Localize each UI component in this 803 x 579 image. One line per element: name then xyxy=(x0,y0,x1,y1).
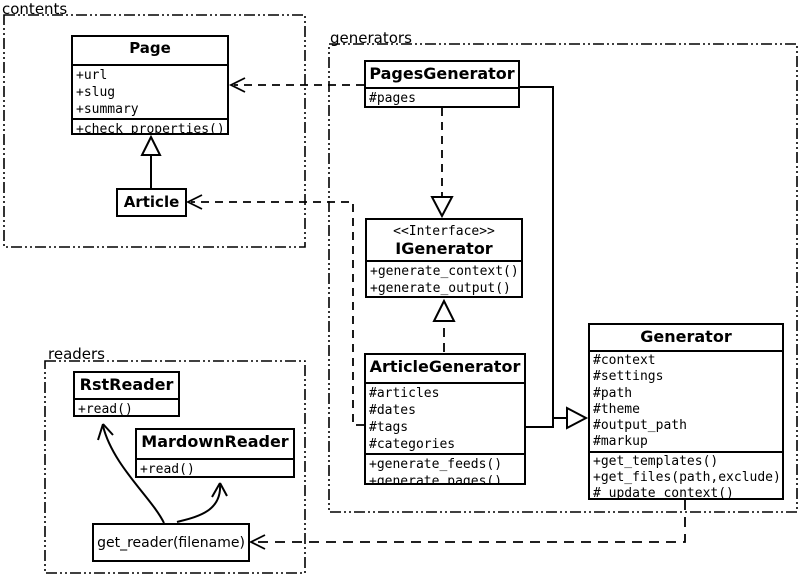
method-row: +get_templates() xyxy=(593,453,719,469)
package-readers-border xyxy=(44,360,306,574)
method-row: +get_files(path,exclude) xyxy=(593,470,781,486)
attr-row: #tags xyxy=(369,420,409,435)
realization-triangle-igenerator-bottom xyxy=(432,298,456,322)
class-igenerator-header: <<Interface>> IGenerator xyxy=(367,220,521,260)
open-arrowhead-mardownreader xyxy=(211,482,228,498)
attr-row: #path xyxy=(593,385,633,401)
method-row: +read() xyxy=(78,402,133,417)
inheritance-triangle-page xyxy=(140,134,162,156)
method-row: +check_properties() xyxy=(76,122,225,135)
class-mardownreader: MardownReader +read() xyxy=(135,428,295,478)
attr-row: #output_path xyxy=(593,418,687,434)
method-row: +generate_pages() xyxy=(369,474,503,485)
attr-row: #categories xyxy=(369,437,456,452)
class-pagesgenerator: PagesGenerator #pages xyxy=(364,60,520,108)
method-row: #_update_context() xyxy=(593,486,734,500)
open-arrowhead-rstreader xyxy=(97,423,114,441)
package-generators-border xyxy=(328,43,798,513)
arrow-articlegenerator-uses-article xyxy=(191,201,364,426)
class-generator: Generator #context #settings #path #them… xyxy=(588,323,784,500)
realization-triangle-igenerator-top xyxy=(430,196,454,219)
class-igenerator-name: IGenerator xyxy=(395,239,493,258)
class-generator-methods: +get_templates() +get_files(path,exclude… xyxy=(590,450,782,500)
method-row: +generate_context() xyxy=(370,264,519,279)
attr-row: +summary xyxy=(76,102,139,117)
class-pagesgenerator-name: PagesGenerator xyxy=(369,64,515,83)
inheritance-triangle-generator xyxy=(566,406,589,430)
open-arrowhead-page xyxy=(228,77,246,93)
attr-row: +slug xyxy=(76,85,116,100)
class-articlegenerator-name: ArticleGenerator xyxy=(369,357,521,376)
class-rstreader-methods: +read() xyxy=(75,398,178,417)
class-igenerator-methods: +generate_context() +generate_output() xyxy=(367,260,521,296)
node-get-reader: get_reader(filename) xyxy=(92,523,250,562)
class-article: Article xyxy=(116,188,187,217)
attr-row: #markup xyxy=(593,434,648,450)
class-mardownreader-name: MardownReader xyxy=(141,432,289,451)
class-rstreader-name: RstReader xyxy=(79,375,174,394)
package-contents-label: contents xyxy=(2,0,68,18)
class-igenerator-stereotype: <<Interface>> xyxy=(393,224,495,239)
arrow-get-reader-to-mardownreader xyxy=(176,483,222,523)
open-arrowhead-get-reader xyxy=(248,534,266,550)
class-articlegenerator: ArticleGenerator #articles #dates #tags … xyxy=(364,353,526,485)
package-generators-label: generators xyxy=(330,29,412,47)
method-row: +generate_feeds() xyxy=(369,457,503,472)
arrow-get-reader-to-rstreader xyxy=(102,425,165,524)
class-rstreader: RstReader +read() xyxy=(73,371,180,417)
package-readers-label: readers xyxy=(48,345,105,363)
arrow-articlegenerator-extends-generator xyxy=(526,418,554,428)
class-articlegenerator-methods: +generate_feeds() +generate_pages() xyxy=(366,453,524,485)
class-mardownreader-methods: +read() xyxy=(137,458,293,477)
node-get-reader-label: get_reader(filename) xyxy=(97,534,245,551)
arrow-pagesgenerator-extends-generator xyxy=(520,86,567,419)
attr-row: #theme xyxy=(593,401,640,417)
attr-row: #articles xyxy=(369,386,440,401)
class-generator-attributes: #context #settings #path #theme #output_… xyxy=(590,350,782,451)
class-articlegenerator-attributes: #articles #dates #tags #categories xyxy=(366,382,524,453)
attr-row: +url xyxy=(76,68,108,83)
package-contents-border xyxy=(3,14,306,248)
attr-row: #dates xyxy=(369,403,416,418)
arrow-generator-uses-get-reader xyxy=(254,500,686,543)
attr-row: #settings xyxy=(593,369,664,385)
class-article-name: Article xyxy=(123,193,180,211)
class-page-methods: +check_properties() xyxy=(73,118,227,135)
class-page: Page +url +slug +summary +check_properti… xyxy=(71,35,229,135)
method-row: +generate_output() xyxy=(370,281,511,296)
class-pagesgenerator-attributes: #pages xyxy=(366,87,518,106)
attr-row: #pages xyxy=(369,91,416,106)
class-page-attributes: +url +slug +summary xyxy=(73,64,227,118)
open-arrowhead-article xyxy=(185,194,203,210)
attr-row: #context xyxy=(593,353,656,368)
class-page-name: Page xyxy=(129,39,171,57)
class-generator-name: Generator xyxy=(640,327,732,346)
method-row: +read() xyxy=(140,462,195,477)
class-igenerator: <<Interface>> IGenerator +generate_conte… xyxy=(365,218,523,298)
